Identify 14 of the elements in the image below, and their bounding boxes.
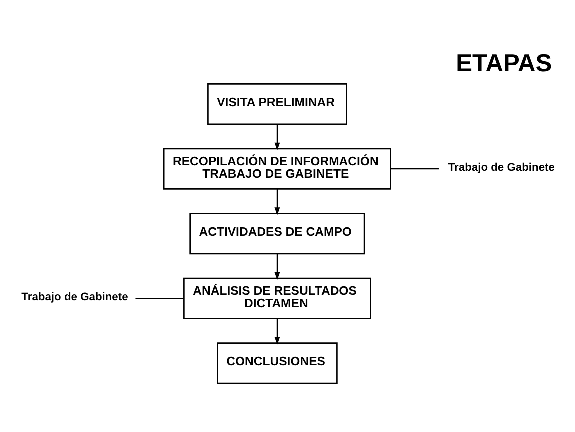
- diagram-title: ETAPAS: [456, 50, 552, 78]
- arrow: [274, 189, 280, 216]
- arrow: [274, 124, 280, 151]
- node-box: ACTIVIDADES DE CAMPO: [190, 213, 366, 255]
- node-box: CONCLUSIONES: [217, 342, 338, 384]
- connector: [136, 298, 184, 300]
- node-box: RECOPILACIÓN DE INFORMACIÓN TRABAJO DE GABINETE: [163, 148, 392, 190]
- node-text: Trabajo de Gabinete: [448, 162, 555, 174]
- node-box: VISITA PRELIMINAR: [208, 84, 348, 126]
- connector: [390, 168, 439, 170]
- arrow: [274, 254, 280, 280]
- node-text: Trabajo de Gabinete: [22, 291, 128, 304]
- arrow: [274, 318, 280, 346]
- node-box: ANÁLISIS DE RESULTADOS DICTAMEN: [184, 278, 372, 320]
